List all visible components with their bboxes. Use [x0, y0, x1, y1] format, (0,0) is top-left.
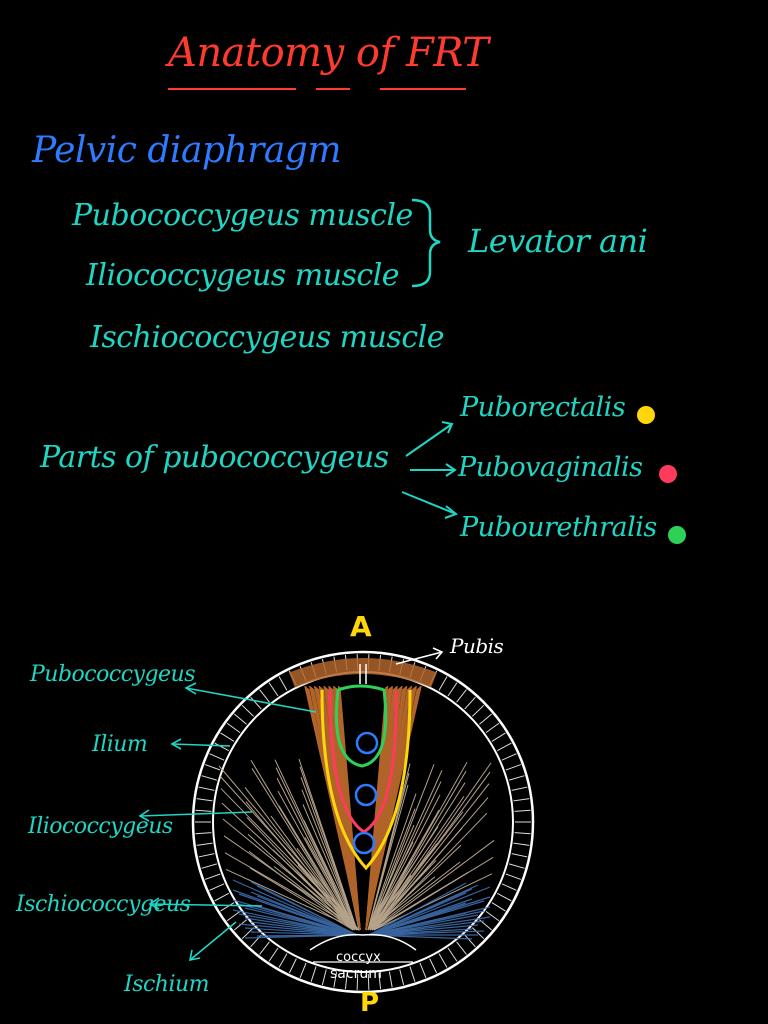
leader-lines [138, 682, 317, 962]
posterior-marker: P [360, 988, 380, 1018]
label-pubis: Pubis [450, 634, 504, 658]
parts-arrows [401, 421, 459, 519]
pelvic-ring-ticks [195, 654, 531, 990]
pubourethralis-color-dot [668, 526, 686, 544]
part-pubovaginalis: Pubovaginalis [458, 452, 643, 483]
levator-brace [411, 198, 441, 288]
muscle-item: Pubococcygeus muscle [72, 198, 413, 233]
label-ischium: Ischium [124, 972, 210, 997]
label-ilium: Ilium [92, 732, 148, 757]
pubis-band [289, 658, 437, 688]
puborectalis-outline [320, 689, 412, 871]
muscle-item: Iliococcygeus muscle [86, 258, 400, 293]
page-title: Anatomy of FRT [168, 30, 489, 76]
pubis-arrow [395, 647, 444, 665]
muscle-item: Ischiococcygeus muscle [90, 320, 444, 355]
label-pubococcygeus: Pubococcygeus [30, 662, 196, 687]
puborectalis-color-dot [637, 406, 655, 424]
pelvic-ring-outer [191, 650, 535, 994]
anus-orifice [352, 831, 376, 855]
label-sacrum: sacrum [330, 966, 382, 982]
label-ischiococcygeus: Ischiococcygeus [16, 892, 191, 917]
pelvic-ring-inner [212, 671, 514, 973]
vagina-orifice [354, 783, 378, 807]
label-iliococcygeus: Iliococcygeus [28, 814, 173, 839]
coccyx-sacrum [309, 933, 417, 951]
ischiococcygeus-fibers [232, 879, 491, 940]
part-pubourethralis: Pubourethralis [460, 512, 657, 543]
urethra-orifice [355, 731, 379, 755]
iliococcygeus-fibers [218, 758, 495, 931]
pubourethralis-outline [334, 684, 388, 768]
section-heading: Pelvic diaphragm [32, 130, 342, 171]
anterior-marker: A [350, 610, 372, 643]
pubovaginalis-color-dot [659, 465, 677, 483]
label-coccyx: coccyx [336, 950, 381, 965]
parts-label: Parts of pubococcygeus [40, 440, 389, 475]
part-puborectalis: Puborectalis [460, 392, 626, 423]
title-underline [168, 88, 466, 90]
levator-ani-label: Levator ani [468, 222, 648, 260]
